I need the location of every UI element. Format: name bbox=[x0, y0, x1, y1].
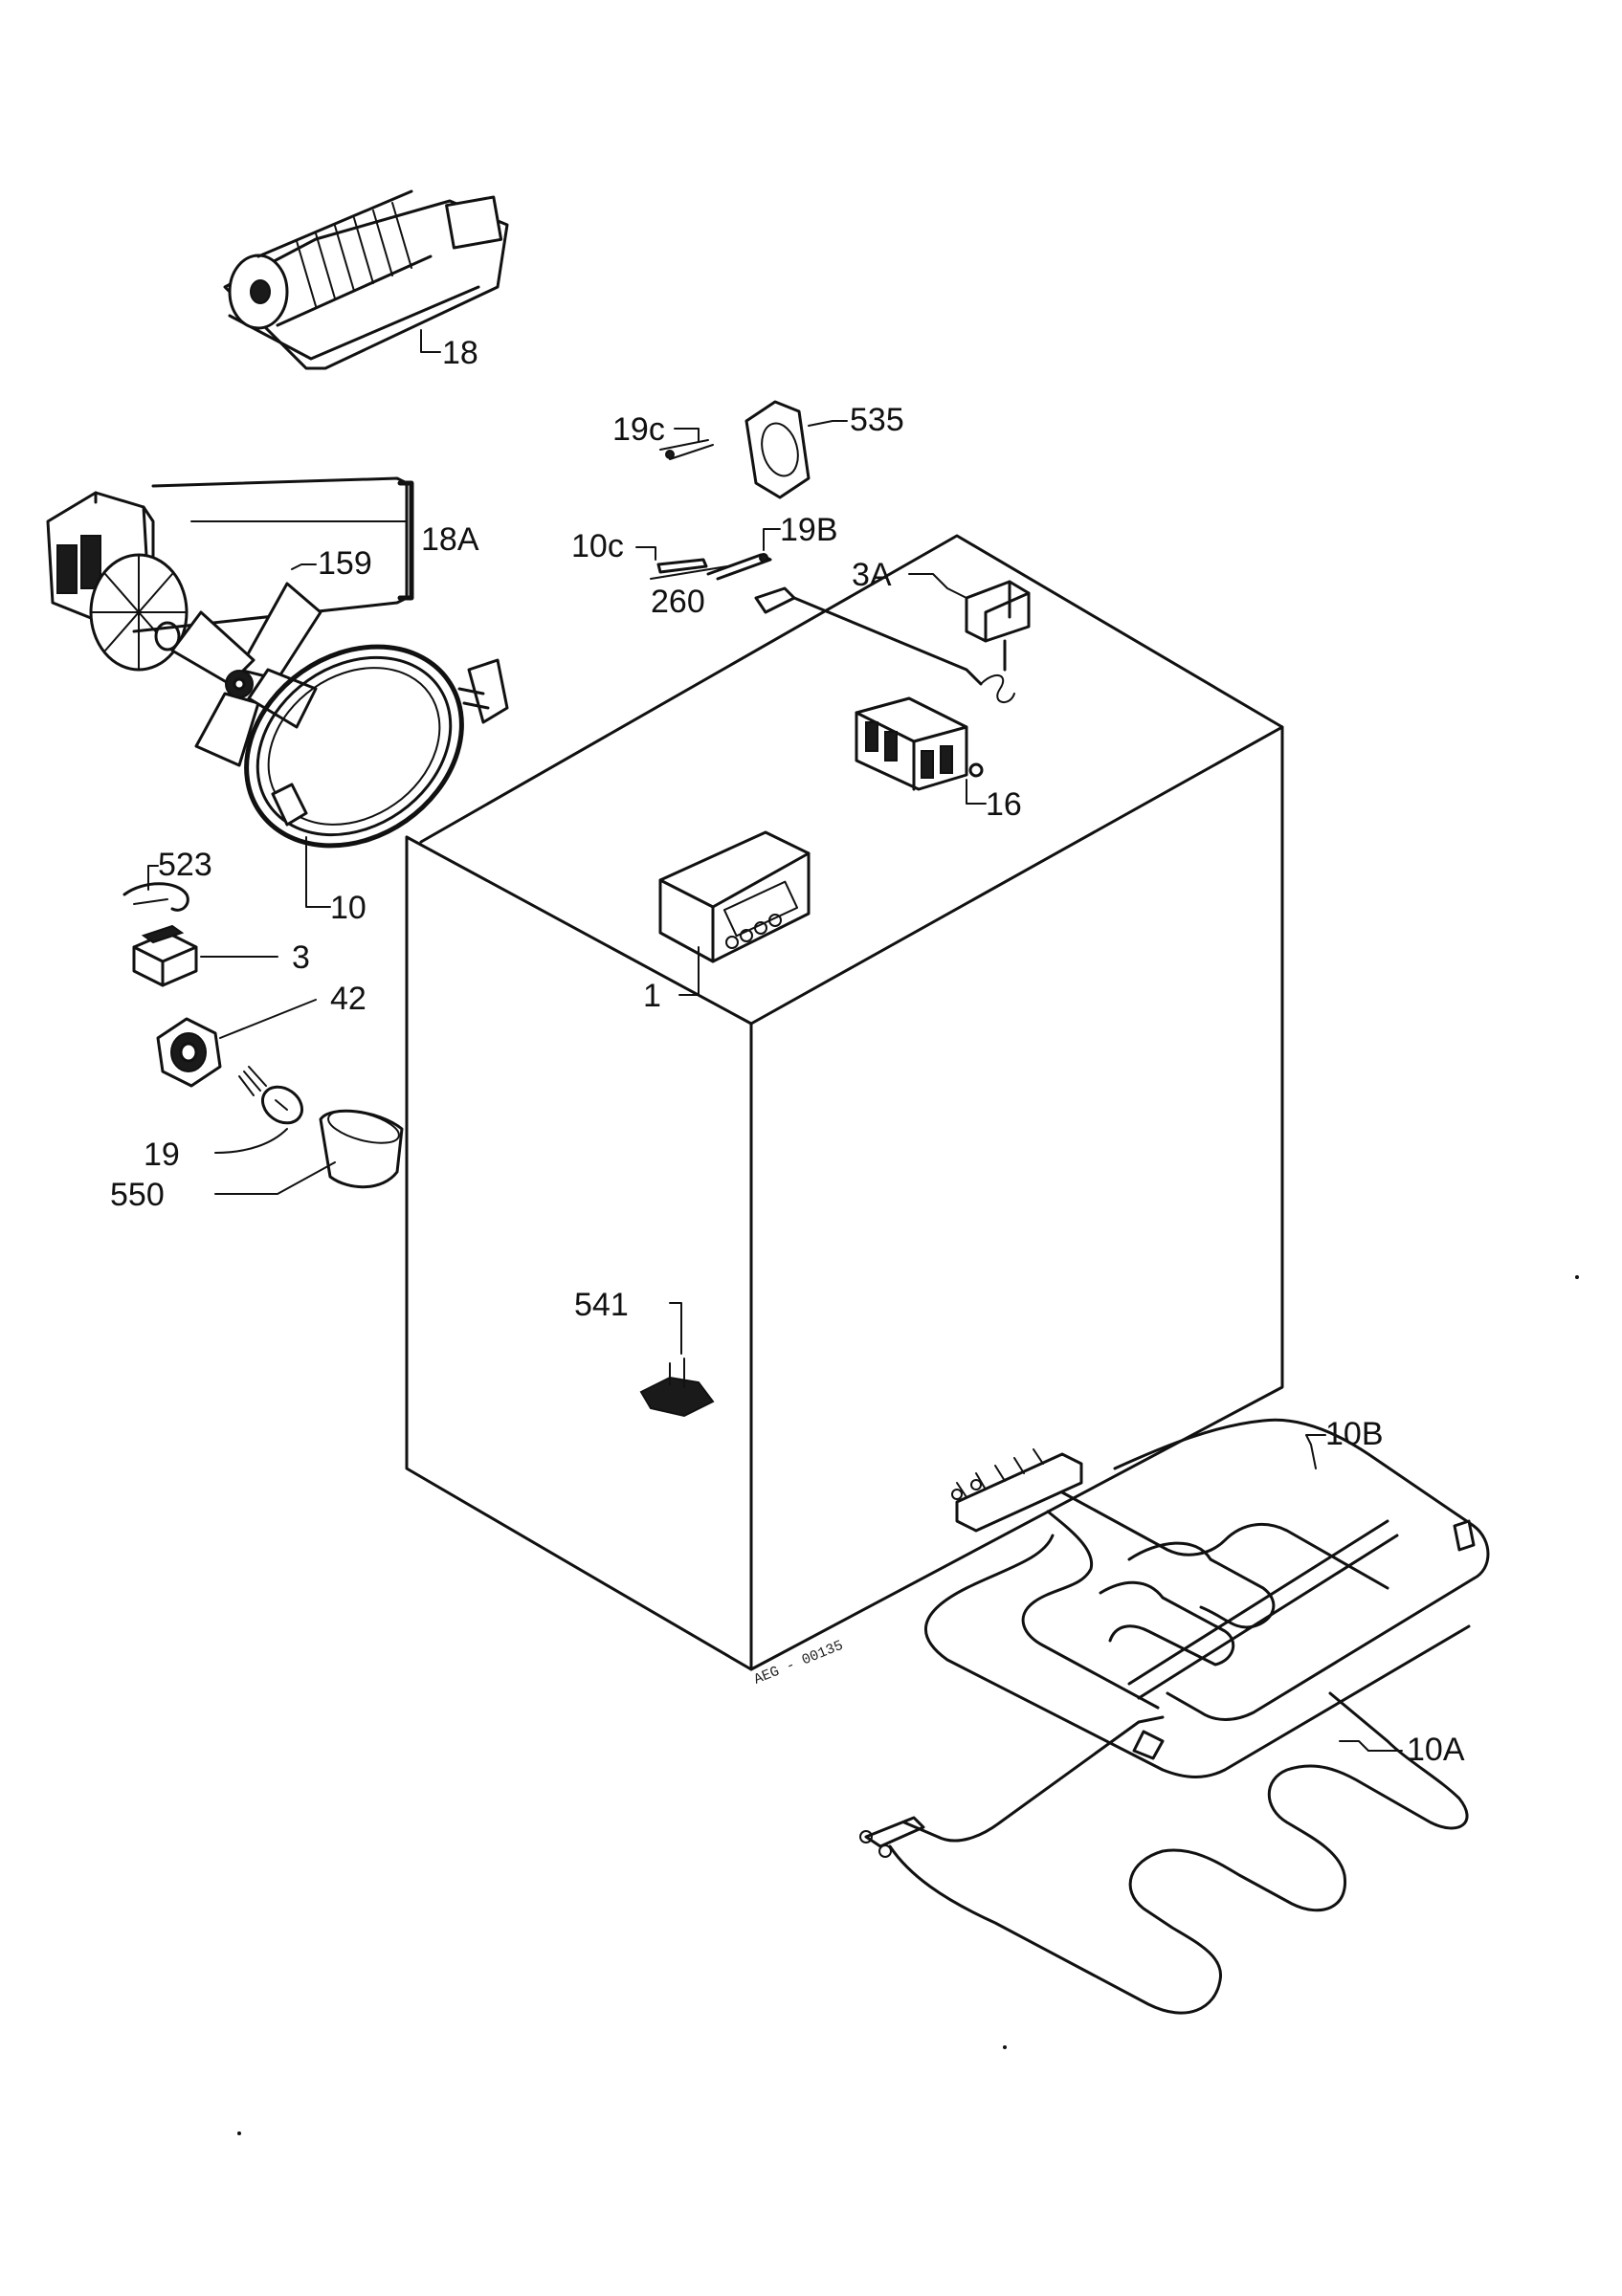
part-3a-thermostat: 3A bbox=[754, 557, 1031, 703]
label-260-group: 260 bbox=[651, 584, 705, 620]
label-16: 16 bbox=[986, 786, 1022, 823]
label-3a: 3A bbox=[852, 557, 892, 593]
part-550-lamp-glass: 550 bbox=[110, 1109, 404, 1213]
part-10a-bottom-element: 10A bbox=[859, 1691, 1469, 2015]
label-19c: 19c bbox=[612, 411, 665, 448]
label-18: 18 bbox=[442, 335, 478, 371]
label-42: 42 bbox=[330, 981, 367, 1017]
part-19-lamp-bulb: 19 bbox=[144, 1066, 303, 1173]
part-535-lamp-cover: 535 bbox=[744, 400, 904, 499]
part-18-tangential-fan: 18 bbox=[223, 189, 509, 371]
part-19b-lamp-wire: 19B bbox=[706, 512, 838, 581]
label-550: 550 bbox=[110, 1177, 165, 1213]
part-42-lamp-holder: 42 bbox=[156, 981, 367, 1088]
label-523: 523 bbox=[158, 847, 212, 883]
part-10c-probe: 10c bbox=[571, 528, 728, 580]
part-18a-fan-motor bbox=[46, 491, 189, 672]
part-16-selector-switch: 16 bbox=[855, 696, 1022, 823]
speck bbox=[237, 2131, 241, 2135]
label-18a: 18A bbox=[421, 521, 479, 558]
part-10b-grill-element: 10B bbox=[923, 1416, 1490, 1778]
oven-cabinet: AEG - 00135 bbox=[405, 534, 1284, 1689]
part-523-clip: 523 bbox=[122, 847, 212, 912]
part-10-circular-element: 10 bbox=[244, 644, 509, 926]
part-19c-wire: 19c bbox=[612, 411, 714, 460]
label-159: 159 bbox=[318, 545, 372, 582]
label-19: 19 bbox=[144, 1137, 180, 1173]
label-10a: 10A bbox=[1407, 1732, 1465, 1768]
label-10: 10 bbox=[330, 890, 367, 926]
label-19b: 19B bbox=[780, 512, 838, 548]
label-1: 1 bbox=[643, 978, 661, 1014]
label-535: 535 bbox=[850, 402, 904, 438]
part-3-thermostat: 3 bbox=[132, 924, 310, 987]
part-1-control-panel: 1 bbox=[643, 830, 811, 1014]
part-159-fan-blade: 159 bbox=[170, 545, 372, 767]
label-260: 260 bbox=[651, 584, 705, 620]
label-541: 541 bbox=[574, 1287, 629, 1323]
label-10c: 10c bbox=[571, 528, 624, 564]
part-541-terminal: 541 bbox=[574, 1287, 715, 1418]
label-3: 3 bbox=[292, 939, 310, 976]
label-10b: 10B bbox=[1325, 1416, 1384, 1452]
speck bbox=[1575, 1275, 1579, 1279]
speck bbox=[1003, 2045, 1007, 2049]
bracket-18a: 18A bbox=[132, 476, 479, 633]
